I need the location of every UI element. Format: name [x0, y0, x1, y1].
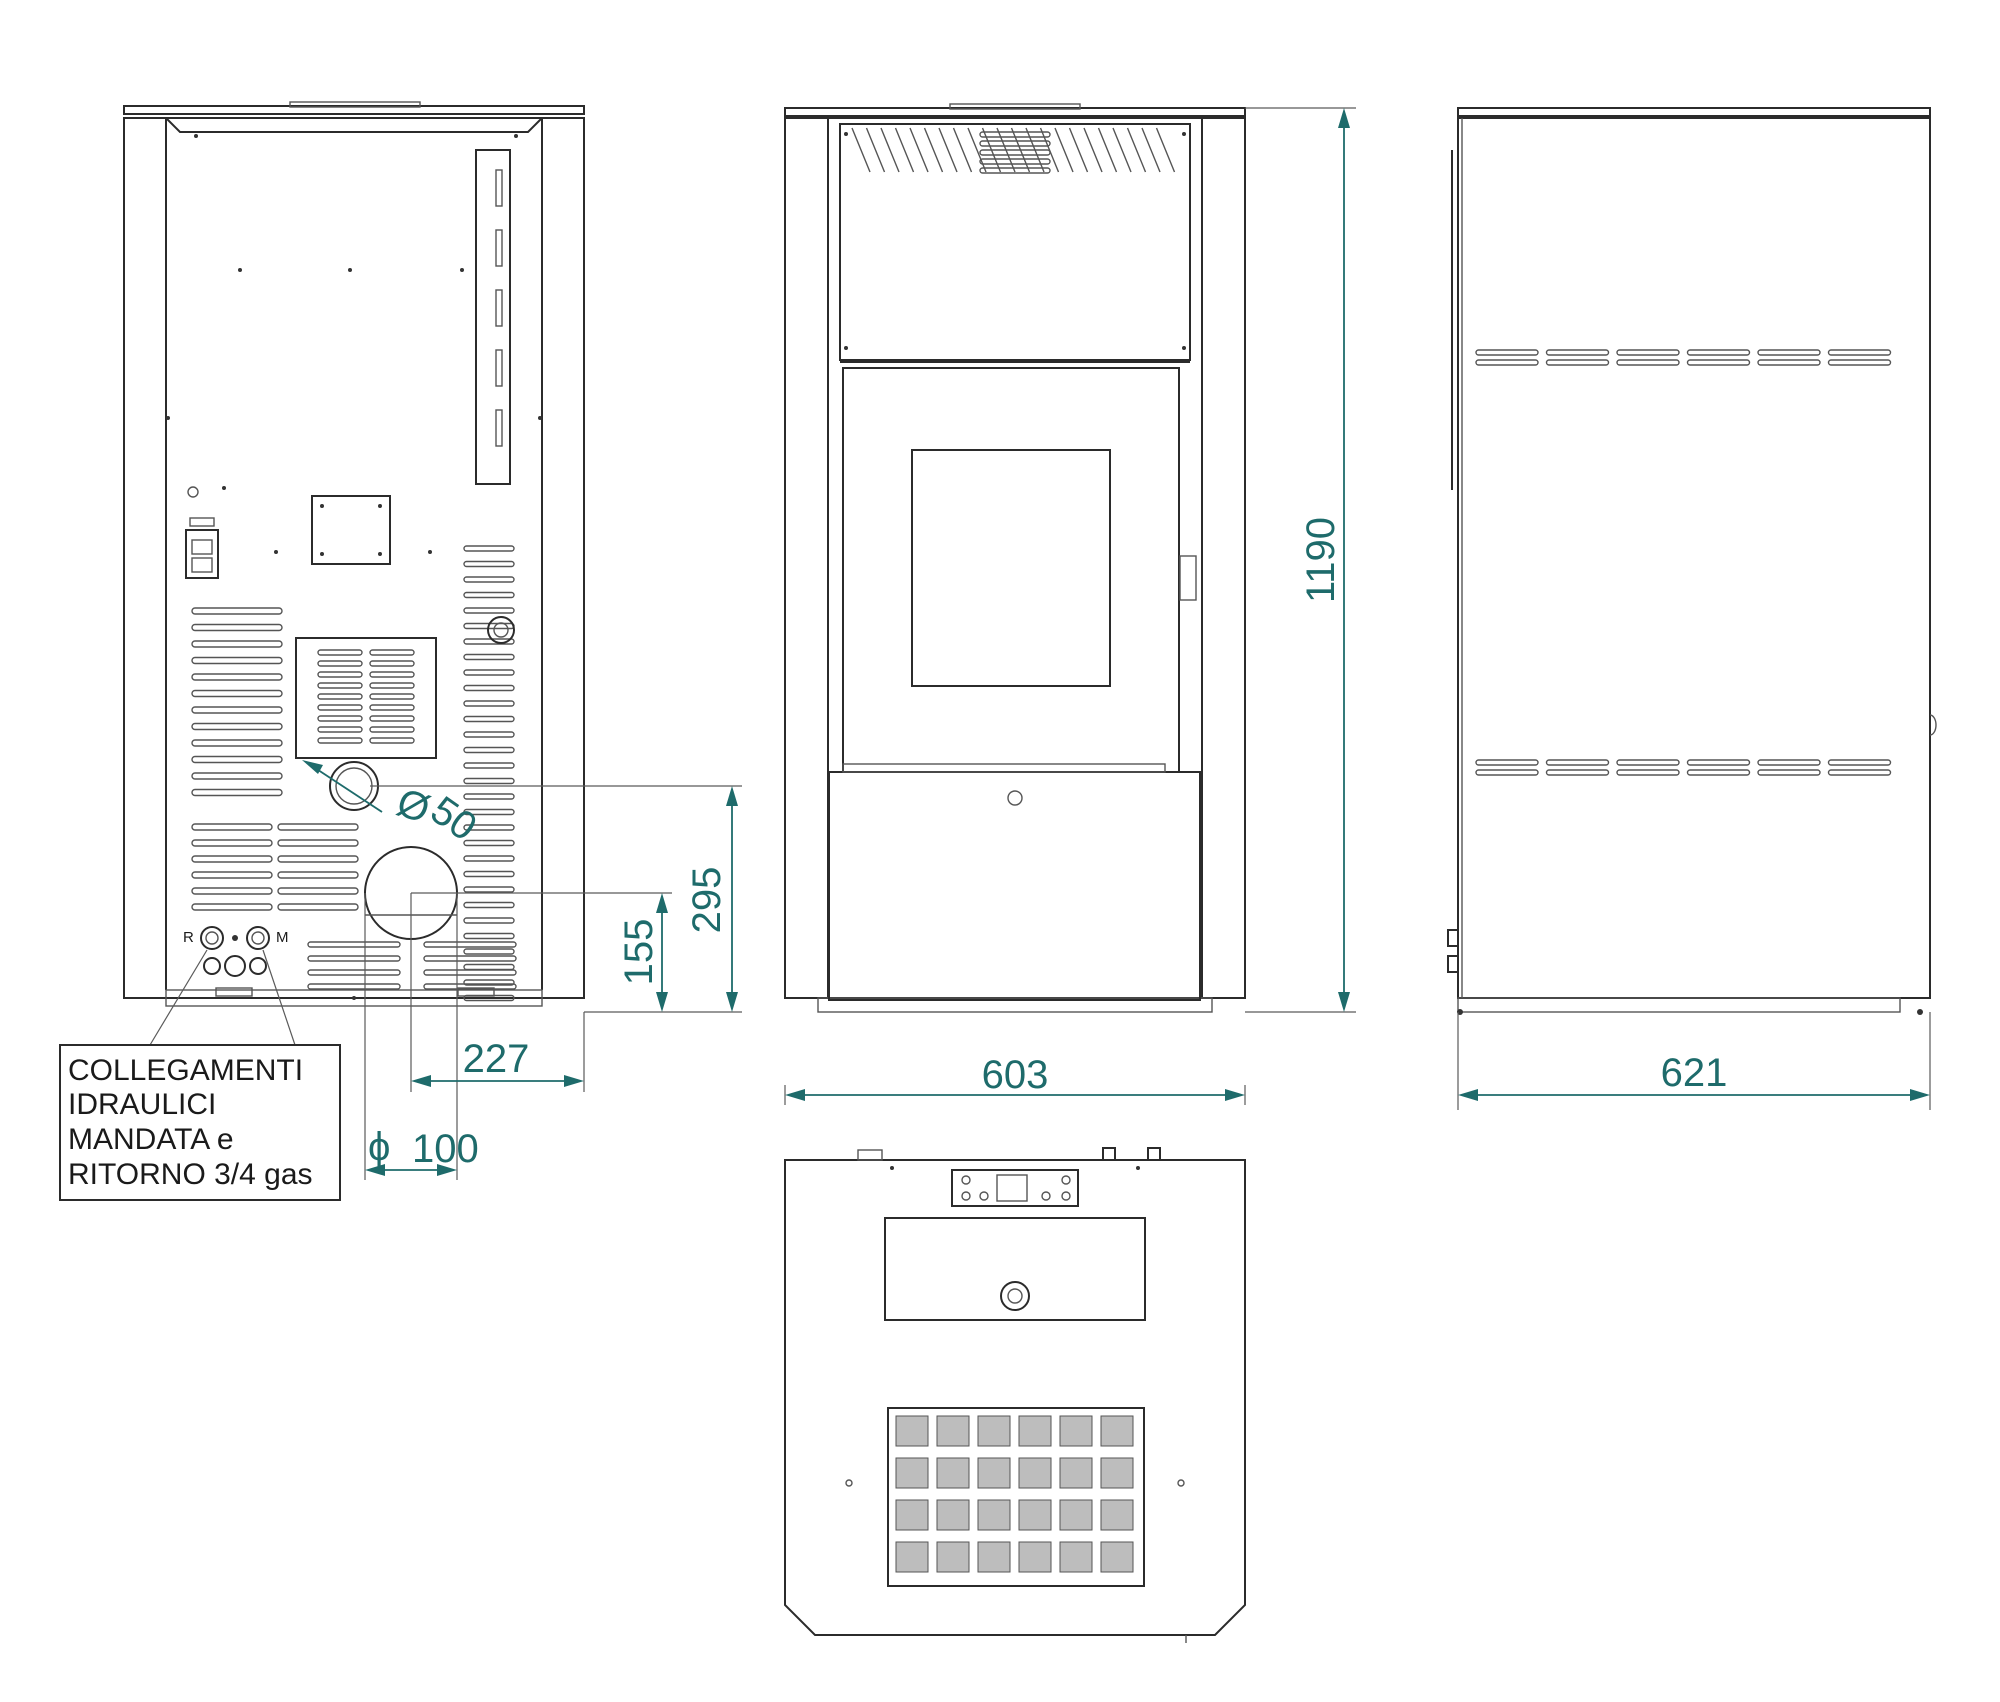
flue-offset-label: 227 [463, 1037, 530, 1081]
front-dimensions: 1190 603 [784, 107, 1356, 1105]
hydraulic-callout: COLLEGAMENTI IDRAULICI MANDATA e RITORNO… [59, 949, 341, 1201]
top-view [784, 1147, 1246, 1643]
callout-line-1: COLLEGAMENTI [68, 1054, 303, 1087]
callout-line-3: MANDATA e [68, 1123, 234, 1156]
callout-line-4: RITORNO 3/4 gas [68, 1158, 313, 1191]
width-label: 603 [982, 1053, 1049, 1097]
side-view [1447, 107, 1937, 1015]
side-dimensions: 621 [1457, 1012, 1931, 1110]
air-inlet-height-label: 155 [617, 919, 661, 986]
front-view [784, 103, 1246, 1013]
depth-label: 621 [1661, 1051, 1728, 1095]
air-inlet-diameter-label: 100 [412, 1127, 479, 1171]
callout-line-2: IDRAULICI [68, 1088, 216, 1121]
flow-label: M [276, 929, 289, 946]
air-inlet-diameter-symbol: ϕ [368, 1125, 390, 1169]
height-label: 1190 [1299, 517, 1343, 603]
rear-view: R M [123, 101, 585, 1007]
flue-height-label: 295 [685, 867, 729, 934]
return-label: R [183, 929, 194, 946]
